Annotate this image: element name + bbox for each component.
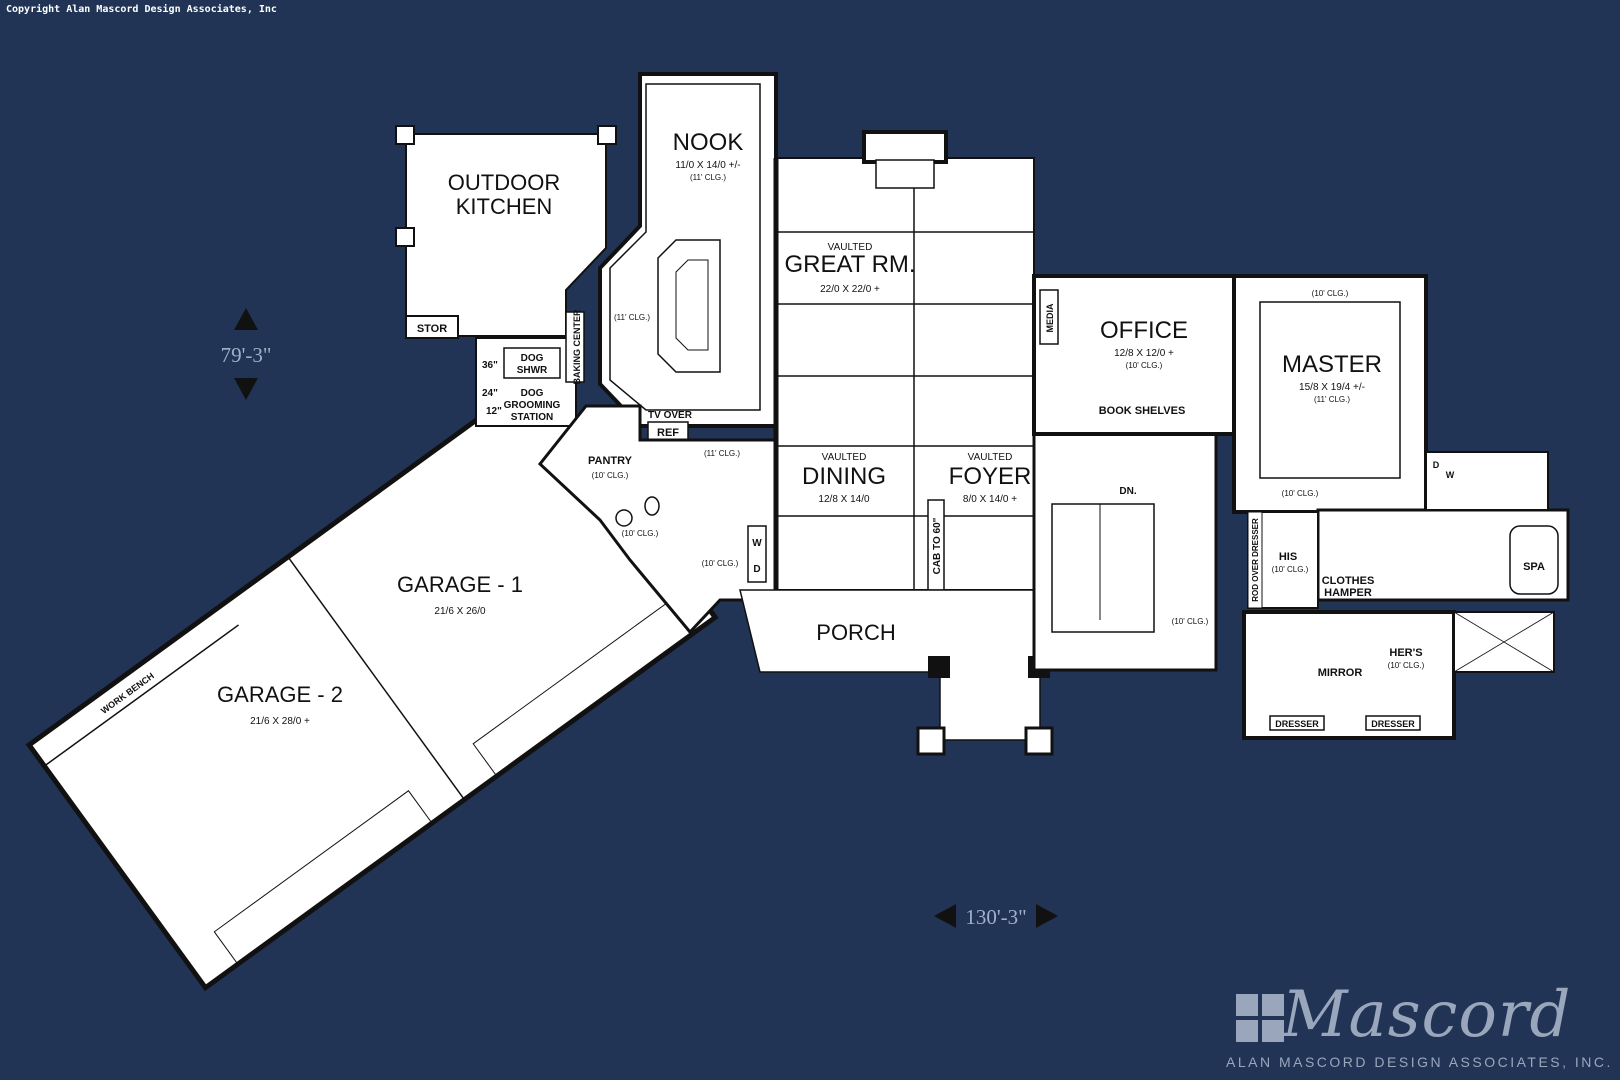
depth-dimension: 79'-3" [221,308,272,400]
dog-shwr-2: SHWR [517,365,548,376]
outdoor-kitchen: OUTDOOR KITCHEN STOR [395,125,617,339]
media-label: MEDIA [1045,303,1055,333]
garage1-size: 21/6 X 26/0 [434,606,486,617]
nook-name: NOOK [673,129,744,156]
service-clg-3: (10' CLG.) [702,559,739,568]
his-clg: (10' CLG.) [1272,565,1309,574]
kitchen-clg: (11' CLG.) [614,313,650,322]
mascord-logo-mark [1236,994,1284,1042]
dining-size: 12/8 X 14/0 [818,494,870,505]
service-area: PANTRY (10' CLG.) (11' CLG.) (10' CLG.) … [537,404,778,635]
master-top-clg: (10' CLG.) [1312,289,1349,298]
width-dimension: 130'-3" [934,904,1058,929]
outdoor-kitchen-line2: KITCHEN [456,194,553,219]
outdoor-kitchen-line1: OUTDOOR [448,170,560,195]
master-dryer-label: D [1433,460,1440,470]
great-room-prefix: VAULTED [828,242,873,253]
great-room-size: 22/0 X 22/0 + [820,284,880,295]
mirror-label: MIRROR [1318,667,1363,679]
dining-name: DINING [802,463,886,490]
height-36: 36" [482,360,498,371]
master-suite: (10' CLG.) MASTER 15/8 X 19/4 +/- (11' C… [1232,274,1570,740]
height-24: 24" [482,388,498,399]
dog-groom-2: GROOMING [504,400,561,411]
dog-groom-3: STATION [511,412,553,423]
work-bench-line [43,624,240,767]
garage-door-2 [213,790,433,965]
spa-label: SPA [1523,561,1545,573]
clothes-hamper-1: CLOTHES [1322,575,1375,587]
book-shelves-label: BOOK SHELVES [1099,405,1186,417]
stair-hall: DN. (10' CLG.) [1032,432,1218,672]
dryer-label: D [753,564,760,575]
nook-size: 11/0 X 14/0 +/- [675,160,740,171]
stair-dn-label: DN. [1119,486,1136,497]
post [597,125,617,145]
porch-name: PORCH [816,620,895,645]
service-clg-2: (10' CLG.) [622,529,659,538]
stor-label: STOR [417,323,447,335]
service-clg-1: (11' CLG.) [704,449,740,458]
stor-room [405,315,459,339]
baking-center-label: BAKING CENTER [572,309,582,385]
foyer-size: 8/0 X 14/0 + [963,494,1017,505]
nook-kitchen: NOOK 11/0 X 14/0 +/- (11' CLG.) (11' CLG… [598,72,778,441]
pantry-clg: (10' CLG.) [592,471,629,480]
dog-grooming-block: DOG SHWR DOG GROOMING STATION 36" 24" 12… [475,309,585,427]
office-clg: (10' CLG.) [1126,361,1163,370]
office-name: OFFICE [1100,317,1188,344]
porch: PORCH [739,589,1054,756]
foyer-prefix: VAULTED [968,452,1013,463]
post [395,227,415,247]
washer-label: W [752,538,762,549]
depth-dimension-label: 79'-3" [221,343,272,367]
hers-clg: (10' CLG.) [1388,661,1425,670]
post [395,125,415,145]
dresser-right: DRESSER [1371,719,1415,729]
tv-over-label: TV OVER [648,410,693,421]
logo-wordmark: Mascord [1282,978,1572,1052]
master-size: 15/8 X 19/4 +/- [1299,382,1365,393]
nook-clg: (11' CLG.) [690,173,726,182]
width-dimension-label: 130'-3" [965,905,1026,929]
copyright-notice: Copyright Alan Mascord Design Associates… [6,4,277,15]
garage-divider [287,556,465,801]
his-name: HIS [1279,551,1297,563]
master-name: MASTER [1282,351,1382,378]
master-clg: (11' CLG.) [1314,395,1350,404]
pantry-name: PANTRY [588,455,633,467]
cab-to-60-label: CAB TO 60" [932,517,943,574]
garage1-name: GARAGE - 1 [397,572,523,597]
foyer-name: FOYER [949,463,1032,490]
dog-groom-1: DOG [521,388,544,399]
great-room-name: GREAT RM. [784,251,915,278]
office-size: 12/8 X 12/0 + [1114,348,1174,359]
height-12: 12" [486,406,502,417]
master-washer-label: W [1446,470,1455,480]
garage2-name: GARAGE - 2 [217,682,343,707]
master-lower-clg: (10' CLG.) [1282,489,1319,498]
office: MEDIA OFFICE 12/8 X 12/0 + (10' CLG.) BO… [1032,274,1236,436]
dresser-left: DRESSER [1275,719,1319,729]
dining-prefix: VAULTED [822,452,867,463]
great-room-area: VAULTED GREAT RM. 22/0 X 22/0 + VAULTED … [773,130,1035,591]
logo-tagline: ALAN MASCORD DESIGN ASSOCIATES, INC. [1226,1054,1613,1070]
clothes-hamper-2: HAMPER [1324,587,1372,599]
hall-clg: (10' CLG.) [1172,617,1209,626]
ref-label: REF [657,427,679,439]
rod-over-dresser-label: ROD OVER DRESSER [1251,518,1260,602]
garage2-size: 21/6 X 28/0 + [250,716,310,727]
hers-name: HER'S [1389,647,1422,659]
dog-shwr-1: DOG [521,353,544,364]
